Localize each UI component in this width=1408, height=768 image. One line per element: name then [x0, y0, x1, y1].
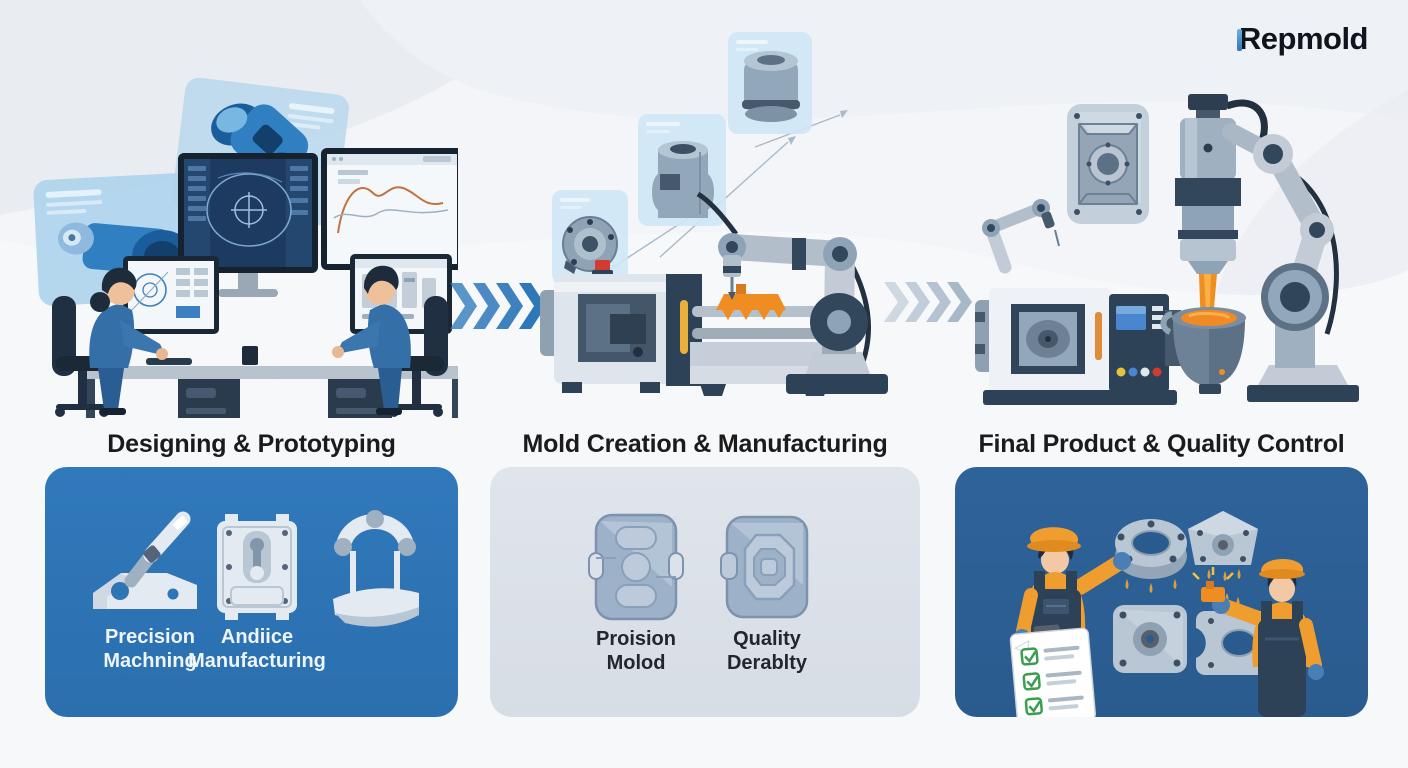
panel-design-label-2: Andiice Manufacturing [188, 626, 326, 672]
stage-title-designing: Designing & Prototyping [107, 430, 396, 458]
mold-block-icon [588, 513, 684, 621]
designer-left [52, 267, 168, 417]
metal-part-card-icon [552, 190, 628, 284]
mold-cavity-icon [720, 515, 809, 619]
panel-quality-illustration [1009, 511, 1324, 717]
chevron-arrows-blue [450, 283, 546, 329]
metal-part-card-icon [728, 32, 812, 134]
panel-mold: Proision Molod Quality Derablty [490, 467, 920, 717]
panel-mold-label-1: Proision Molod [595, 628, 676, 674]
inspected-part-orange [1192, 567, 1234, 602]
worker-icon [1192, 559, 1324, 717]
pouring-robot-arm [1222, 123, 1359, 402]
panel-mold-icons [588, 513, 809, 621]
press-clamp-icon [333, 510, 419, 627]
desk-monitor-left [123, 256, 219, 334]
logo-accent-bar [1236, 29, 1242, 51]
small-robot-arm [982, 199, 1060, 274]
mold-plate-card-icon [1067, 104, 1149, 224]
molded-part-orange [716, 284, 786, 320]
panel-design-icons [93, 510, 419, 627]
scene-designing-prototyping [33, 77, 458, 418]
cad-monitor-white [321, 148, 458, 288]
checklist-icon [1009, 624, 1096, 717]
panel-design: Precision Machning Andiice Manufacturing [45, 467, 458, 717]
scene-mold-creation [540, 32, 888, 396]
logo-text: Repmold [1238, 21, 1369, 56]
brand-logo: Repmold [1236, 21, 1369, 56]
designer-right [332, 265, 448, 417]
machined-parts-icon [1113, 511, 1282, 675]
panel-design-label-1: Precision Machning [103, 626, 197, 672]
worker-icon [1014, 527, 1131, 665]
stage-title-mold-creation: Mold Creation & Manufacturing [522, 430, 888, 458]
pouring-nozzle [1175, 94, 1268, 368]
robot-arm [696, 191, 888, 394]
molding-machine [975, 288, 1181, 405]
cad-monitor-blue [178, 153, 318, 297]
scene-final-product [975, 94, 1359, 405]
panel-mold-label-2: Quality Derablty [726, 628, 808, 674]
ladle-crucible [1160, 307, 1246, 394]
cnc-machine [540, 260, 702, 393]
panel-quality [955, 467, 1368, 717]
desk-left [80, 346, 274, 418]
chevron-arrows-gray [884, 282, 972, 322]
mold-plate-icon [217, 514, 297, 620]
stage-title-quality-control: Final Product & Quality Control [978, 430, 1345, 458]
machining-arm-icon [93, 511, 197, 609]
